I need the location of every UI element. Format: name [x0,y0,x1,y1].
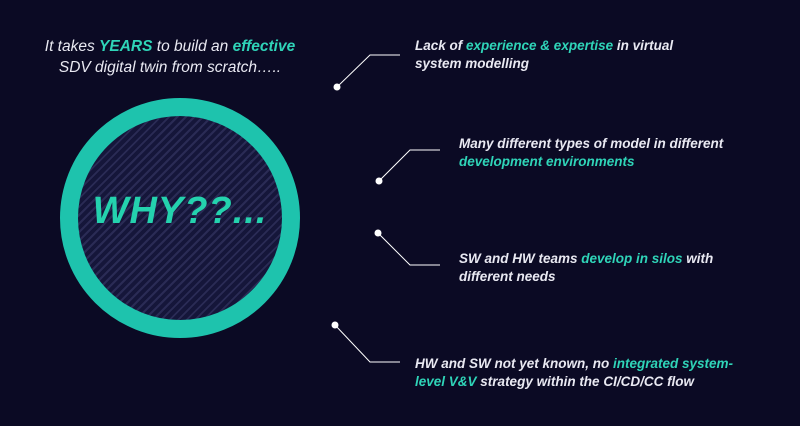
headline-years: YEARS [99,38,153,55]
headline-line2: SDV digital twin from scratch….. [58,59,282,76]
headline: It takes YEARS to build an effective SDV… [20,36,320,78]
point-2-pre: Many different types of model in differe… [459,136,724,151]
connector-3 [377,232,440,266]
point-4-post: strategy within the CI/CD/CC flow [476,374,695,389]
connector-1 [336,54,400,88]
point-1-pre: Lack of [415,38,467,53]
why-text: WHY??... [92,190,268,232]
connector-4 [334,324,400,363]
point-3: SW and HW teams develop in silos with di… [459,250,713,286]
point-3-accent: develop in silos [581,251,683,266]
point-4-accent: integrated system- [613,356,734,371]
connector-2 [378,149,440,182]
connector-dot-1 [333,83,341,91]
point-1-line2: system modelling [415,56,530,71]
connector-dot-2 [375,177,383,185]
point-1: Lack of experience & expertise in virtua… [415,37,673,73]
point-2: Many different types of model in differe… [459,135,723,171]
point-4-accent2: level V&V [415,374,477,389]
headline-pre: It takes [44,38,100,55]
headline-effective: effective [232,38,296,55]
headline-mid: to build an [152,38,233,55]
point-3-pre: SW and HW teams [459,251,582,266]
point-1-accent: experience & expertise [466,38,614,53]
connector-dot-3 [374,229,382,237]
point-4: HW and SW not yet known, no integrated s… [415,355,733,391]
point-4-pre: HW and SW not yet known, no [415,356,613,371]
connector-dot-4 [331,321,339,329]
point-2-accent: development environments [459,154,635,169]
point-3-post: with [682,251,714,266]
point-1-post: in virtual [613,38,674,53]
point-3-line2: different needs [459,269,556,284]
